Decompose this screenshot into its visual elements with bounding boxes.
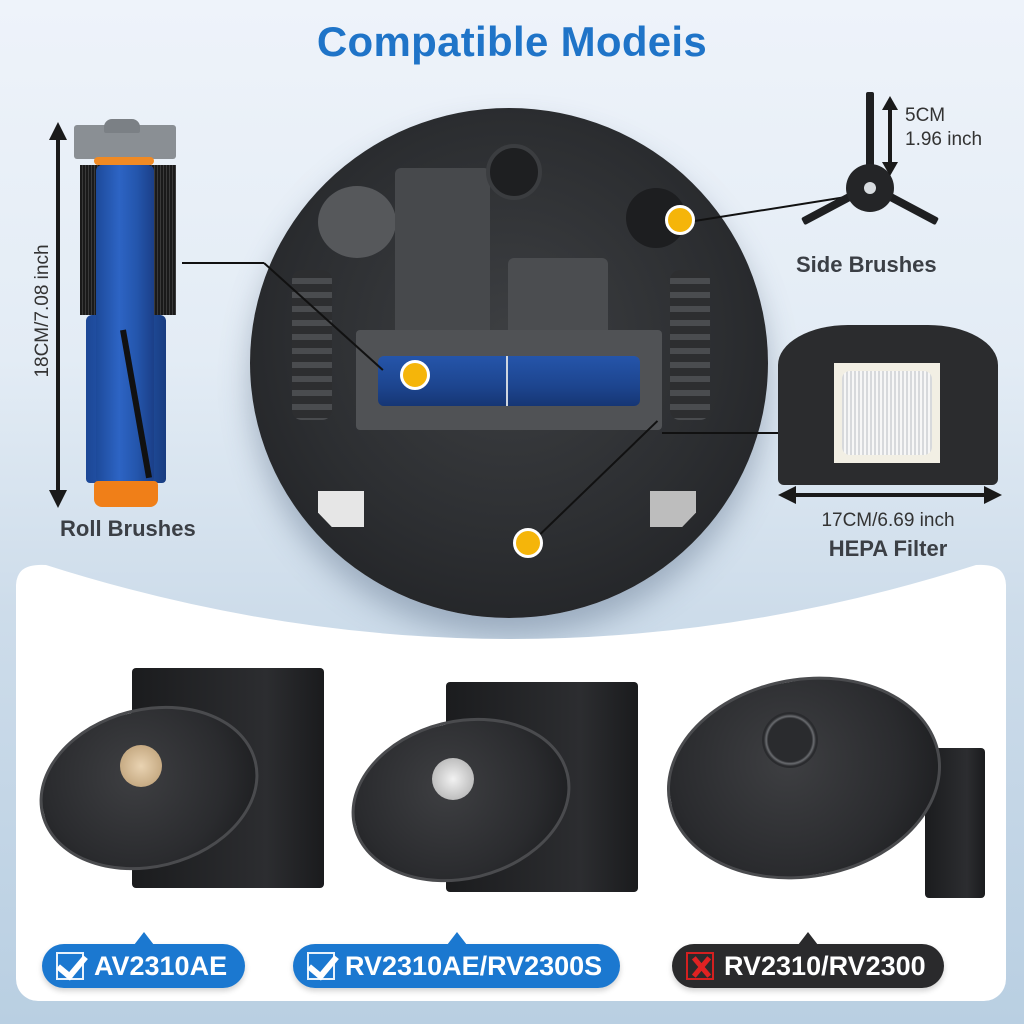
callout-dot-roll-brush (400, 360, 430, 390)
leader-line-roll (182, 262, 264, 264)
model-badge-compatible: AV2310AE (42, 932, 246, 988)
roll-brush-label: Roll Brushes (60, 516, 196, 541)
side-brush-dimension: 5CM 1.96 inch (905, 105, 983, 150)
hepa-dimension-arrow (778, 486, 1002, 504)
side-brush-label: Side Brushes (796, 252, 937, 277)
roll-brush-image (72, 119, 182, 510)
callout-dot-filter (513, 528, 543, 558)
model-badge-compatible: RV2310AE/RV2300S (293, 932, 621, 988)
hepa-filter-image (778, 325, 998, 485)
model-name: RV2310AE/RV2300S (345, 950, 603, 981)
leader-line-hepa (662, 432, 778, 434)
hepa-filter-label: HEPA Filter (828, 536, 948, 561)
checkbox-checked-icon (56, 952, 84, 980)
checkbox-crossed-icon (686, 952, 714, 980)
roll-brush-dimension-arrow (49, 122, 67, 508)
roll-brush-dimension: 18CM/7.08 inch (32, 244, 53, 378)
side-brush-dimension-arrow (882, 96, 898, 176)
model-name: AV2310AE (94, 950, 228, 981)
callout-dot-side-brush (665, 205, 695, 235)
robot-underside-image (250, 108, 768, 618)
page-title: Compatible Modeis (316, 18, 708, 65)
model-badge-incompatible: RV2310/RV2300 (672, 932, 944, 988)
checkbox-checked-icon (307, 952, 335, 980)
model-name: RV2310/RV2300 (724, 950, 926, 981)
hepa-filter-dimension: 17CM/6.69 inch (821, 510, 955, 531)
